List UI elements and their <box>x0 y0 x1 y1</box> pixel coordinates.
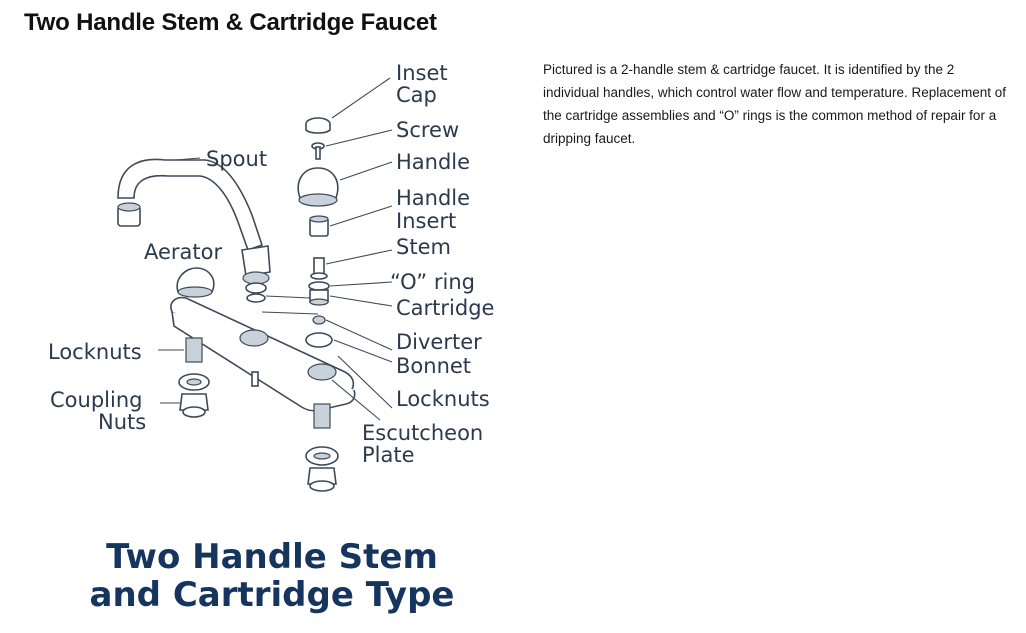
label-inset-cap-2: Cap <box>396 83 437 107</box>
cartridge-part <box>309 289 329 306</box>
label-locknuts-right: Locknuts <box>396 387 490 411</box>
diverter-part <box>312 315 326 325</box>
screw-part <box>311 142 325 160</box>
faucet-exploded-diagram: Inset Cap Screw Handle Handle Insert Ste… <box>48 61 494 615</box>
label-stem: Stem <box>396 235 451 259</box>
label-screw: Screw <box>396 118 459 142</box>
coupling-nut-part <box>179 393 209 418</box>
label-spout: Spout <box>206 147 267 171</box>
label-escutcheon-1: Escutcheon <box>362 421 483 445</box>
diagram-caption-line1: Two Handle Stem <box>106 537 438 577</box>
faucet-description: Pictured is a 2-handle stem & cartridge … <box>543 62 1007 146</box>
left-locknut-part <box>178 373 210 391</box>
spout-part <box>117 158 271 285</box>
label-escutcheon-2: Plate <box>362 443 415 467</box>
label-coupling-2: Nuts <box>98 410 146 434</box>
stem-part <box>310 257 328 280</box>
label-aerator: Aerator <box>144 240 223 264</box>
label-locknuts-left: Locknuts <box>48 340 142 364</box>
right-locknut-part <box>305 446 339 466</box>
label-handle-insert-2: Insert <box>396 209 456 233</box>
label-cartridge: Cartridge <box>396 296 494 320</box>
left-handle-part <box>176 267 215 298</box>
diagram-caption-line2: and Cartridge Type <box>90 575 455 615</box>
handle-insert-part <box>309 215 329 237</box>
label-handle-insert-1: Handle <box>396 186 470 210</box>
inset-cap-part <box>305 117 331 134</box>
label-handle: Handle <box>396 150 470 174</box>
bonnet-part <box>305 332 333 348</box>
handle-part <box>297 167 339 207</box>
aerator-part <box>117 202 141 227</box>
page-title: Two Handle Stem & Cartridge Faucet <box>24 9 437 36</box>
label-coupling-1: Coupling <box>50 388 142 412</box>
o-ring-part <box>308 281 330 291</box>
label-diverter: Diverter <box>396 330 482 354</box>
label-bonnet: Bonnet <box>396 354 471 378</box>
label-inset-cap-1: Inset <box>396 61 448 85</box>
label-o-ring: “O” ring <box>390 270 475 294</box>
